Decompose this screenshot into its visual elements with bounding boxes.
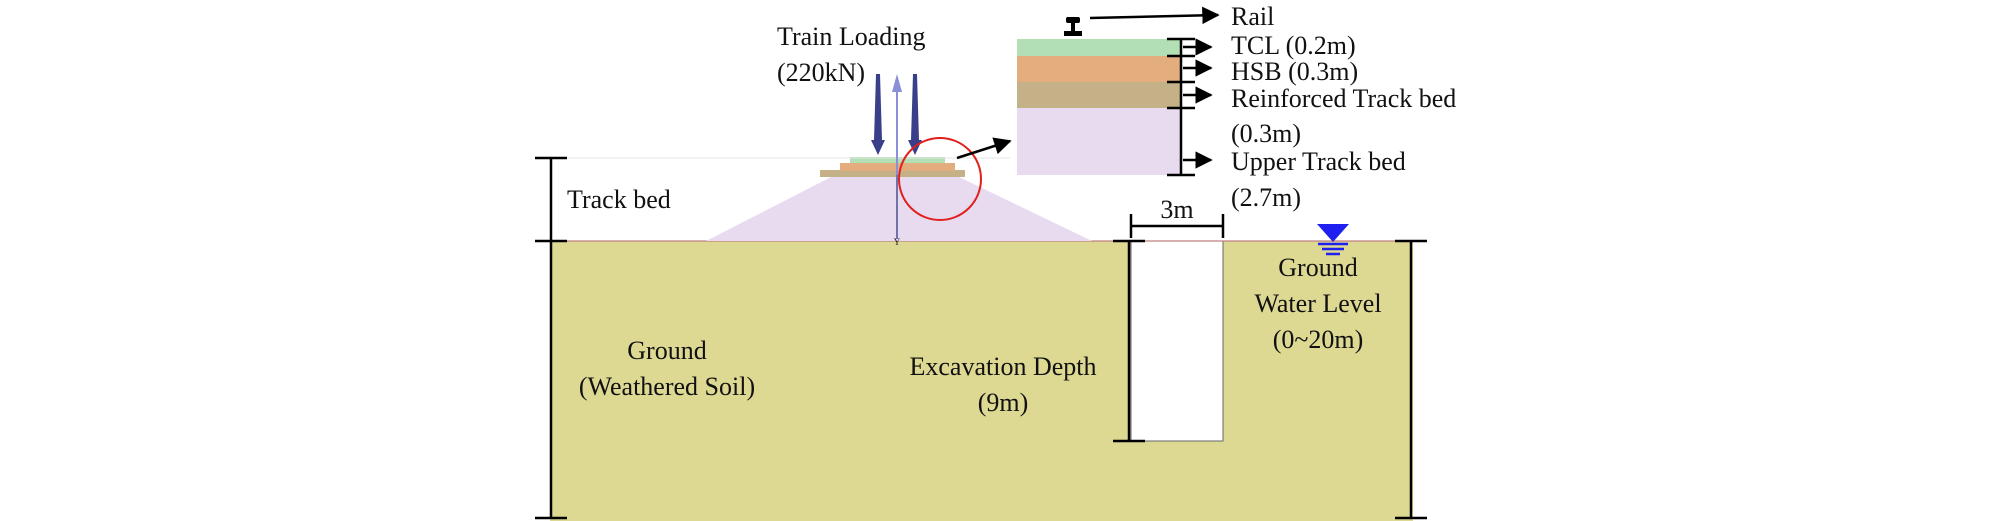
train-load-arrow-left — [871, 74, 885, 155]
ground-block-under-excavation — [1131, 441, 1223, 521]
ground-water-label-line2: Water Level — [1254, 289, 1381, 318]
legend-upper-line1: Upper Track bed — [1231, 147, 1406, 176]
excavation-depth-label-line2: (9m) — [978, 388, 1029, 417]
train-load-arrow-right — [908, 74, 922, 155]
water-level-icon — [1317, 224, 1349, 256]
track-bed-label: Track bed — [567, 185, 671, 214]
detail-pointer-arrow — [956, 137, 1012, 160]
ground-label-line1: Ground — [627, 336, 706, 365]
legend-rail: Rail — [1231, 2, 1274, 31]
inset-tcl — [1017, 39, 1181, 56]
ground-water-label-line1: Ground — [1278, 253, 1357, 282]
train-loading-value: (220kN) — [777, 58, 865, 87]
ground-block-right — [1223, 241, 1413, 521]
excavation-outline — [1130, 241, 1224, 442]
inset-upper-track-bed — [1017, 108, 1181, 175]
reaction-arrow-head — [892, 74, 902, 92]
reinforced-track-bed-layer — [820, 170, 965, 177]
ground-label-line2: (Weathered Soil) — [579, 372, 755, 401]
track-bed-embankment — [706, 175, 1092, 241]
rail-leader-arrow — [1089, 6, 1220, 25]
rail-icon — [1064, 17, 1082, 36]
inset-reinforced-track-bed — [1017, 82, 1181, 108]
excavation-depth-label-line1: Excavation Depth — [910, 352, 1097, 381]
excavation-width-label: 3m — [1160, 195, 1193, 224]
ground-block-left — [550, 241, 1131, 521]
train-loading-label: Train Loading — [777, 22, 926, 51]
legend-tcl: TCL (0.2m) — [1231, 31, 1356, 60]
detail-highlight-circle — [898, 137, 982, 221]
layer-detail-inset: Rail TCL (0.2m) HSB (0.3m) Reinforced Tr… — [1017, 2, 1456, 212]
origin-marker-label: Y — [894, 237, 901, 247]
legend-hsb: HSB (0.3m) — [1231, 57, 1358, 86]
legend-reinforced-line2: (0.3m) — [1231, 119, 1301, 148]
ground-water-label-line3: (0~20m) — [1273, 325, 1364, 354]
legend-reinforced-line1: Reinforced Track bed — [1231, 84, 1456, 113]
inset-hsb — [1017, 56, 1181, 82]
legend-upper-line2: (2.7m) — [1231, 183, 1301, 212]
